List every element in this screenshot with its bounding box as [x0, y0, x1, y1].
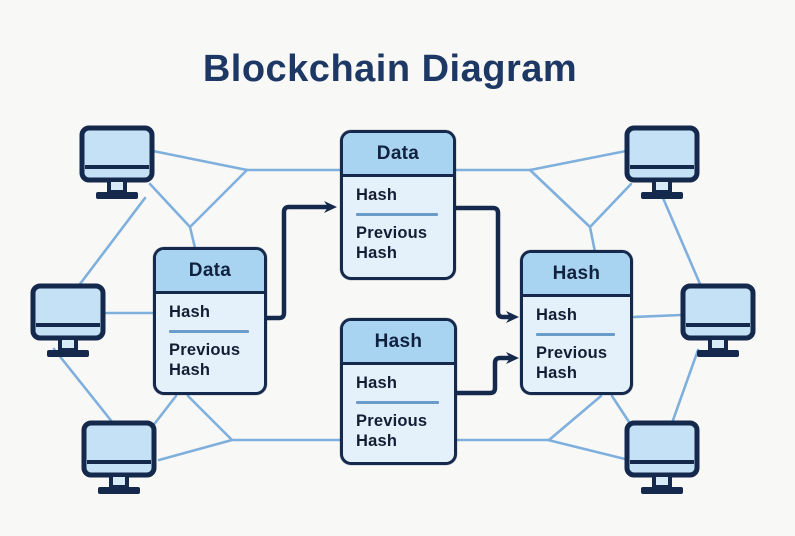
desktop-computer-icon-bottom-right	[627, 423, 697, 494]
block-header-label: Hash	[523, 253, 630, 297]
field-divider	[356, 401, 439, 404]
block-field-hash: Hash	[536, 306, 578, 324]
block-top-middle: Data Hash Previous Hash	[340, 130, 456, 280]
arrow-bottom-to-right-icon	[454, 352, 519, 396]
block-header-label: Data	[343, 133, 453, 177]
network-link	[78, 196, 147, 286]
block-field-hash: Hash	[356, 374, 398, 392]
block-header-label: Data	[156, 250, 264, 294]
block-field-previous-hash: Previous Hash	[356, 412, 428, 450]
network-link	[528, 168, 592, 229]
block-left: Data Hash Previous Hash	[153, 247, 267, 395]
block-body: Hash Previous Hash	[156, 294, 264, 388]
field-divider	[536, 333, 615, 336]
network-link	[632, 313, 683, 319]
block-field-hash: Hash	[356, 186, 398, 204]
block-header-label: Hash	[343, 321, 454, 365]
network-link	[670, 348, 700, 425]
arrow-left-to-top-icon	[264, 201, 337, 321]
block-body: Hash Previous Hash	[523, 297, 630, 391]
network-link	[610, 394, 633, 427]
network-link	[588, 225, 597, 254]
block-body: Hash Previous Hash	[343, 365, 454, 459]
desktop-computer-icon-top-right	[627, 128, 697, 199]
block-field-previous-hash: Previous Hash	[536, 344, 608, 382]
network-link	[547, 394, 603, 442]
block-field-hash: Hash	[169, 303, 211, 321]
network-link	[151, 149, 249, 172]
block-bottom-middle: Hash Hash Previous Hash	[340, 318, 457, 465]
network-link	[661, 196, 702, 286]
network-links	[52, 149, 702, 462]
diagram-title: Blockchain Diagram	[202, 48, 578, 90]
arrow-top-to-right-icon	[453, 205, 519, 323]
desktop-computer-icon-bottom-left	[84, 423, 154, 494]
network-link	[188, 168, 249, 229]
block-field-previous-hash: Previous Hash	[356, 224, 428, 262]
block-body: Hash Previous Hash	[343, 177, 453, 271]
network-link	[186, 394, 234, 442]
network-link	[52, 347, 115, 425]
desktop-computer-icon-middle-right	[683, 286, 753, 357]
desktop-computer-icon-top-left	[82, 128, 152, 199]
network-link	[150, 394, 178, 429]
field-divider	[169, 330, 249, 333]
desktop-computer-icon-middle-left	[33, 286, 103, 357]
network-link	[546, 438, 627, 461]
network-link	[528, 149, 628, 172]
network-link	[588, 182, 633, 229]
block-field-previous-hash: Previous Hash	[169, 341, 241, 379]
network-link	[148, 182, 192, 229]
field-divider	[356, 213, 438, 216]
block-flow-arrows	[264, 201, 519, 396]
network-link	[157, 438, 234, 462]
block-right: Hash Hash Previous Hash	[520, 250, 633, 395]
